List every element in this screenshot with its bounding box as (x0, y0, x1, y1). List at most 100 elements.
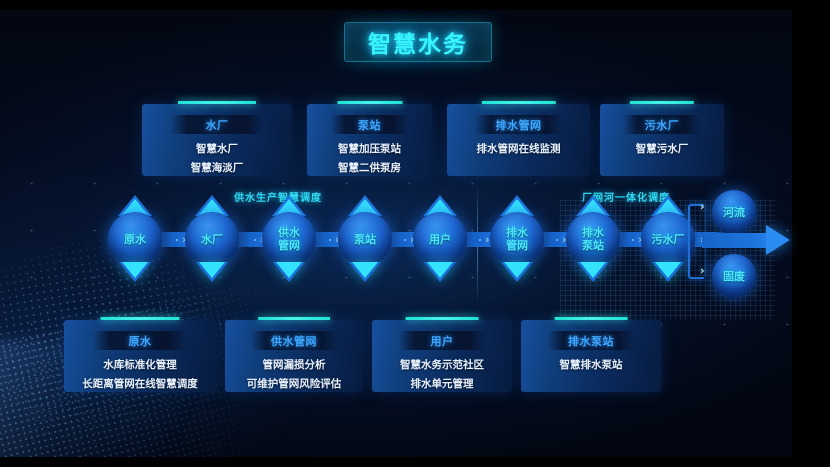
card-header: 排水管网 (474, 115, 563, 134)
card-body: 智慧水厂 智慧海淡厂 (142, 140, 292, 178)
node-ball (641, 212, 695, 266)
node-label: 排水 泵站 (582, 226, 604, 252)
node-ball (712, 190, 756, 234)
card-body: 智慧加压泵站 智慧二供泵房 (307, 140, 432, 178)
top-letterbox (0, 0, 830, 10)
card-body: 智慧排水泵站 (521, 356, 661, 375)
drop-bottom-tip (273, 262, 305, 282)
drop-top-highlight (195, 195, 229, 216)
card-header: 排水泵站 (547, 331, 635, 350)
card-item: 智慧加压泵站 (338, 143, 401, 155)
card-header: 用户 (398, 331, 486, 350)
flow-node-drainage-pump-station[interactable]: 排水 泵站 (566, 195, 620, 282)
arrow-tail (702, 233, 768, 248)
card-body: 水库标准化管理 长距离管网在线智慧调度 (64, 356, 216, 394)
flow-node-solid-waste[interactable]: 固废 (712, 254, 756, 298)
bottom-card-supply-network[interactable]: 供水管网 管网漏损分析 可维护管网风险评估 (225, 317, 363, 392)
card-item: 智慧海淡厂 (190, 162, 244, 174)
card-accent-bar (258, 317, 330, 320)
top-card-pump-station[interactable]: 泵站 智慧加压泵站 智慧二供泵房 (307, 101, 432, 178)
card-header: 原水 (92, 331, 188, 350)
node-label: 泵站 (354, 232, 376, 246)
chevron-right-icon: › (334, 233, 340, 246)
card-accent-bar (405, 317, 479, 320)
process-flow-band: 供水生产智慧调度 厂网河一体化调度 › › › › › › › › 原水 水厂 (0, 183, 792, 305)
card-accent-bar (629, 101, 695, 104)
top-card-water-plant[interactable]: 水厂 智慧水厂 智慧海淡厂 (142, 101, 292, 178)
drop-top-highlight (348, 195, 382, 216)
chevron-right-icon: › (181, 233, 187, 246)
drop-bottom-tip (577, 262, 609, 282)
card-item: 智慧排水泵站 (559, 359, 623, 371)
node-ball (262, 212, 316, 266)
drop-bottom-tip (119, 262, 151, 282)
node-ball (338, 212, 392, 266)
drop-bottom-tip (196, 262, 228, 282)
page-title-text: 智慧水务 (368, 32, 468, 58)
card-header: 水厂 (170, 115, 264, 134)
drop-bottom-tip (349, 262, 381, 282)
flow-node-drainage-network[interactable]: 排水 管网 (490, 195, 544, 282)
chevron-right-icon: › (260, 234, 264, 245)
card-header: 污水厂 (623, 115, 701, 134)
flow-node-water-plant[interactable]: 水厂 (185, 195, 239, 282)
node-label: 河流 (723, 205, 745, 219)
node-ball (108, 212, 162, 266)
node-ball (413, 212, 467, 266)
top-card-drainage-network[interactable]: 排水管网 排水管网在线监测 (447, 101, 590, 176)
drop-top-highlight (423, 195, 457, 216)
card-item: 可维护管网风险评估 (246, 378, 342, 390)
node-label: 固废 (723, 269, 745, 283)
card-item: 水库标准化管理 (103, 359, 177, 371)
card-accent-bar (178, 101, 256, 104)
bottom-card-drainage-pump-station[interactable]: 排水泵站 智慧排水泵站 (521, 317, 661, 392)
node-ball (490, 212, 544, 266)
card-item: 智慧水务示范社区 (400, 359, 484, 371)
right-letterbox (792, 0, 830, 467)
drop-top-highlight (118, 195, 152, 216)
drop-bottom-tip (424, 262, 456, 282)
node-label: 水厂 (201, 232, 223, 246)
card-accent-bar (337, 101, 402, 104)
page-title: 智慧水务 (344, 22, 492, 62)
card-accent-bar (554, 317, 628, 320)
chevron-right-icon: › (700, 234, 704, 245)
drop-top-highlight (272, 195, 306, 216)
flow-node-user[interactable]: 用户 (413, 195, 467, 282)
drop-top-highlight (651, 195, 685, 216)
flow-node-raw-water[interactable]: 原水 (108, 195, 162, 282)
output-arrow-icon (702, 225, 792, 255)
flow-node-sewage-plant[interactable]: 污水厂 (641, 195, 695, 282)
top-card-sewage-plant[interactable]: 污水厂 智慧污水厂 (600, 101, 724, 176)
chevron-right-icon: › (700, 200, 705, 213)
branch-bracket (688, 204, 704, 279)
node-label: 原水 (124, 232, 146, 246)
card-accent-bar (481, 101, 556, 104)
card-item: 排水管网在线监测 (476, 143, 561, 155)
bottom-card-user[interactable]: 用户 智慧水务示范社区 排水单元管理 (372, 317, 512, 394)
node-ball (185, 212, 239, 266)
node-label: 用户 (429, 232, 451, 246)
card-item: 管网漏损分析 (262, 359, 326, 371)
chevron-right-icon: › (637, 233, 643, 246)
section-label-integrated: 厂网河一体化调度 (582, 193, 670, 204)
node-ball (566, 212, 620, 266)
card-item: 智慧水厂 (196, 143, 238, 155)
drop-bottom-tip (652, 262, 684, 282)
card-body: 排水管网在线监测 (447, 140, 590, 159)
card-item: 长距离管网在线智慧调度 (82, 378, 198, 390)
bottom-card-raw-water[interactable]: 原水 水库标准化管理 长距离管网在线智慧调度 (64, 317, 216, 394)
drop-top-highlight (576, 195, 610, 216)
node-label: 污水厂 (651, 232, 685, 246)
flow-node-supply-network[interactable]: 供水 管网 (262, 195, 316, 282)
flow-node-river[interactable]: 河流 (712, 190, 756, 234)
card-body: 智慧水务示范社区 排水单元管理 (372, 356, 512, 394)
node-ball (712, 254, 756, 298)
card-header: 供水管网 (251, 331, 337, 350)
flow-node-pump-station[interactable]: 泵站 (338, 195, 392, 282)
card-body: 智慧污水厂 (600, 140, 724, 159)
arrow-head (766, 225, 790, 255)
node-label: 排水 管网 (506, 226, 528, 252)
drop-bottom-tip (501, 262, 533, 282)
